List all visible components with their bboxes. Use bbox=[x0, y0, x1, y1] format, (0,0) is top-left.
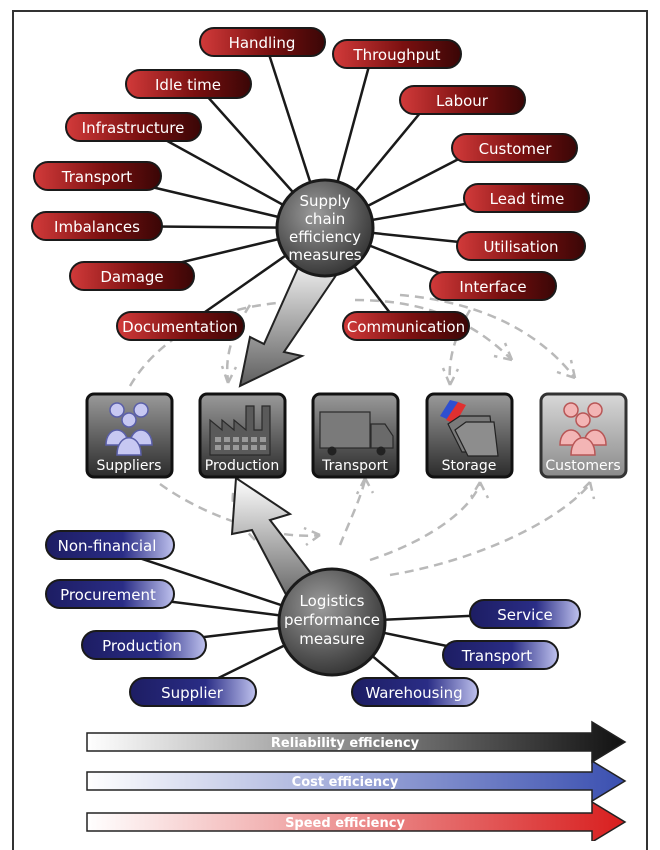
svg-text:Cost efficiency: Cost efficiency bbox=[292, 775, 399, 790]
svg-text:Handling: Handling bbox=[229, 34, 296, 52]
svg-text:Transport: Transport bbox=[61, 168, 133, 186]
node-production: Production bbox=[198, 392, 287, 479]
svg-text:Damage: Damage bbox=[100, 268, 163, 286]
figure-frame bbox=[12, 10, 648, 850]
suppliers-people-icon bbox=[105, 402, 153, 456]
measure-pill-throughput: Throughput bbox=[332, 39, 462, 69]
node-suppliers: Suppliers bbox=[85, 392, 174, 479]
svg-text:Service: Service bbox=[497, 606, 552, 624]
svg-text:Utilisation: Utilisation bbox=[483, 238, 558, 256]
node-label-transport: Transport bbox=[321, 458, 388, 474]
svg-text:Supplier: Supplier bbox=[161, 684, 224, 702]
node-label-suppliers: Suppliers bbox=[97, 458, 162, 474]
logistics-hub-line-3: measure bbox=[299, 630, 364, 648]
logistics-hub: Logistics performance measure bbox=[277, 567, 387, 677]
logistics-pill-service: Service bbox=[469, 599, 581, 629]
measure-pill-handling: Handling bbox=[199, 27, 326, 57]
node-label-storage: Storage bbox=[442, 458, 497, 474]
supply-chain-hub: Supply chain efficiency measures bbox=[275, 178, 375, 278]
efficiency-arrows: Reliability efficiency Cost efficiency S… bbox=[86, 720, 627, 841]
node-label-production: Production bbox=[205, 458, 279, 474]
svg-text:Communication: Communication bbox=[347, 318, 465, 336]
measure-pill-infrastructure: Infrastructure bbox=[65, 112, 202, 142]
svg-text:Warehousing: Warehousing bbox=[365, 684, 462, 702]
logistics-pill-procurement: Procurement bbox=[45, 579, 175, 609]
svg-text:Throughput: Throughput bbox=[352, 46, 440, 64]
logistics-pill-warehousing: Warehousing bbox=[351, 677, 479, 707]
measure-pill-lead-time: Lead time bbox=[463, 183, 590, 213]
svg-text:Interface: Interface bbox=[459, 278, 526, 296]
svg-text:Labour: Labour bbox=[436, 92, 489, 110]
measure-pill-documentation: Documentation bbox=[116, 311, 245, 341]
svg-text:Transport: Transport bbox=[461, 647, 533, 665]
supply-to-production-arrow bbox=[238, 248, 347, 388]
measure-pill-imbalances: Imbalances bbox=[31, 211, 163, 241]
node-storage: Storage bbox=[425, 392, 514, 479]
svg-text:Production: Production bbox=[102, 637, 182, 655]
supply-hub-line-1: Supply bbox=[299, 192, 350, 210]
logistics-hub-line-2: performance bbox=[284, 611, 380, 629]
truck-icon bbox=[319, 411, 394, 456]
supply-hub-line-4: measures bbox=[288, 246, 361, 264]
measure-pill-transport: Transport bbox=[33, 161, 162, 191]
factory-icon bbox=[209, 405, 271, 456]
node-transport: Transport bbox=[311, 392, 400, 479]
measure-pill-labour: Labour bbox=[399, 85, 526, 115]
svg-text:Lead time: Lead time bbox=[490, 190, 565, 208]
logistics-measure-pills: Non-financial Procurement Production Sup… bbox=[45, 530, 581, 707]
logistics-hub-line-1: Logistics bbox=[300, 592, 365, 610]
measure-pill-utilisation: Utilisation bbox=[456, 231, 586, 261]
logistics-pill-transport: Transport bbox=[442, 640, 559, 670]
node-label-customers: Customers bbox=[545, 458, 620, 474]
svg-text:Non-financial: Non-financial bbox=[58, 537, 157, 555]
folders-icon bbox=[440, 400, 499, 457]
speed-efficiency-arrow: Speed efficiency bbox=[86, 800, 627, 841]
svg-text:Reliability efficiency: Reliability efficiency bbox=[271, 736, 420, 751]
svg-text:Imbalances: Imbalances bbox=[54, 218, 140, 236]
measure-pill-idle-time: Idle time bbox=[125, 69, 252, 99]
measure-pill-communication: Communication bbox=[342, 311, 470, 341]
logistics-pill-supplier: Supplier bbox=[129, 677, 257, 707]
svg-text:Infrastructure: Infrastructure bbox=[82, 119, 185, 137]
measure-pill-damage: Damage bbox=[69, 261, 195, 291]
svg-text:Customer: Customer bbox=[479, 140, 553, 158]
measure-pill-customer: Customer bbox=[451, 133, 578, 163]
supply-chain-nodes: Suppliers Production Transport bbox=[85, 392, 628, 479]
svg-text:Idle time: Idle time bbox=[155, 76, 221, 94]
cost-efficiency-arrow: Cost efficiency bbox=[86, 759, 627, 803]
customers-people-icon bbox=[559, 402, 607, 456]
svg-text:Documentation: Documentation bbox=[122, 318, 238, 336]
supply-hub-line-3: efficiency bbox=[289, 228, 361, 246]
logistics-pill-production: Production bbox=[81, 630, 207, 660]
supply-measure-pills: Handling Throughput Idle time Labour Inf… bbox=[31, 27, 590, 341]
supply-hub-line-2: chain bbox=[305, 210, 346, 228]
svg-text:Procurement: Procurement bbox=[60, 586, 156, 604]
reliability-efficiency-arrow: Reliability efficiency bbox=[86, 720, 627, 764]
logistics-pill-non-financial: Non-financial bbox=[45, 530, 175, 560]
measure-pill-interface: Interface bbox=[429, 271, 557, 301]
svg-text:Speed efficiency: Speed efficiency bbox=[285, 816, 405, 831]
node-customers: Customers bbox=[539, 392, 628, 479]
